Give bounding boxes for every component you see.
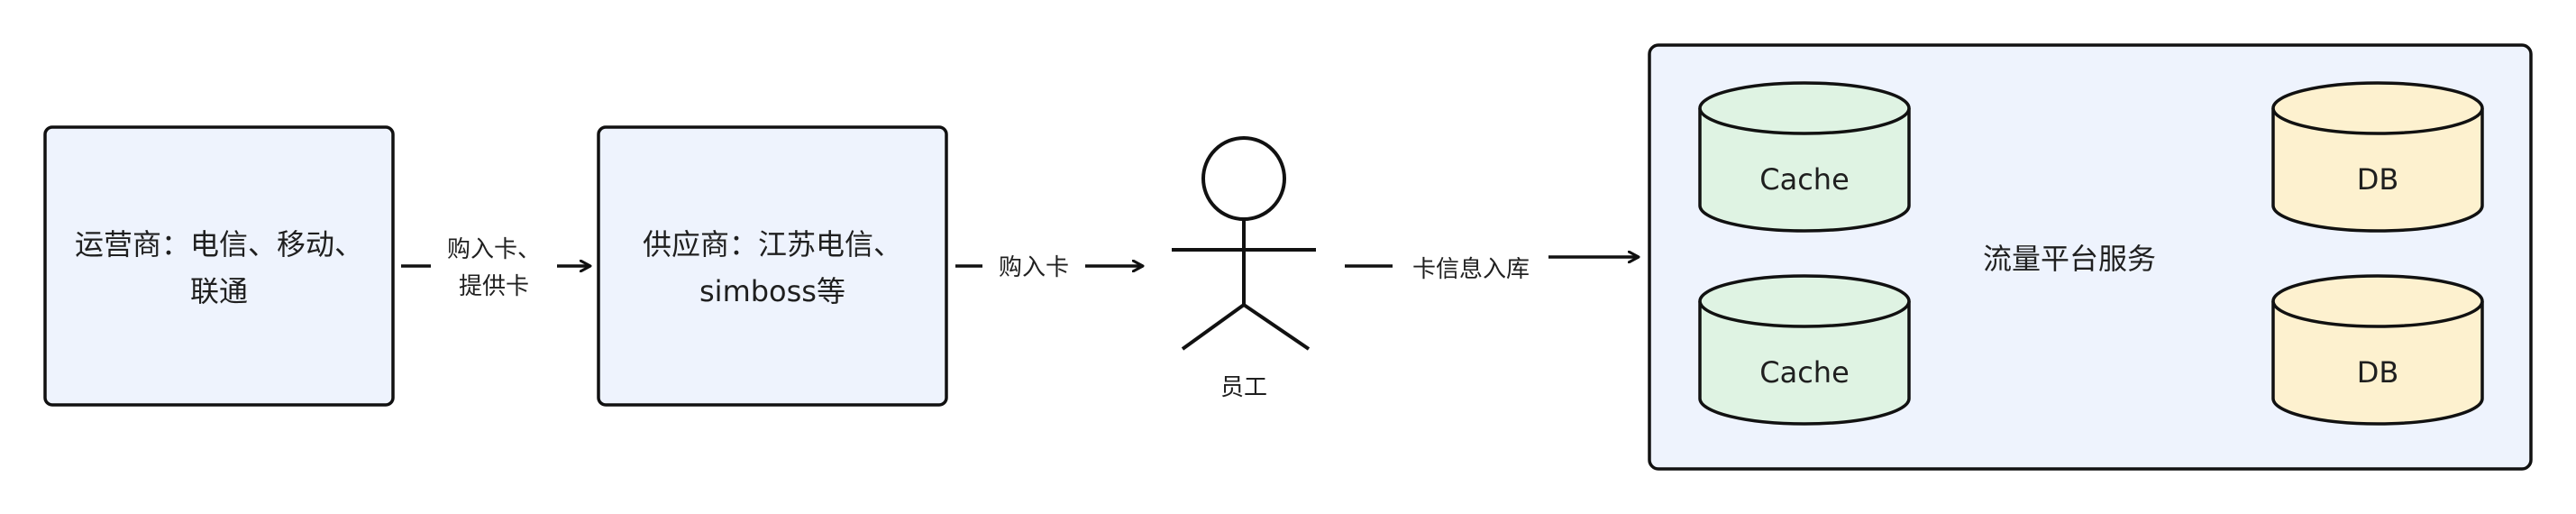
supplier-node: 供应商：江苏电信、 simboss等 bbox=[597, 125, 948, 407]
cylinder-body bbox=[2271, 301, 2484, 426]
cache-label: Cache bbox=[1759, 162, 1850, 197]
edge-supplier-to-employee: 购入卡 bbox=[955, 254, 1143, 281]
db-cylinder: DB bbox=[2271, 274, 2484, 426]
edge-carrier-to-supplier: 购入卡、 提供卡 bbox=[401, 236, 590, 300]
carrier-node: 运营商：电信、移动、 联通 bbox=[43, 125, 395, 407]
platform-label: 流量平台服务 bbox=[1983, 242, 2156, 276]
cylinder-body bbox=[2271, 108, 2484, 233]
cylinder-body bbox=[1698, 301, 1911, 426]
edge-label: 卡信息入库 bbox=[1412, 256, 1530, 283]
cache-label: Cache bbox=[1759, 355, 1850, 390]
cylinder-body bbox=[1698, 108, 1911, 233]
cache-cylinder: Cache bbox=[1698, 274, 1911, 426]
employee-actor: 员工 bbox=[1172, 136, 1316, 401]
carrier-box bbox=[43, 125, 395, 407]
db-cylinder: DB bbox=[2271, 81, 2484, 233]
actor-head bbox=[1201, 136, 1286, 221]
actor-right-leg bbox=[1242, 303, 1311, 351]
db-label: DB bbox=[2357, 355, 2399, 390]
cylinder-top bbox=[1698, 81, 1911, 135]
platform-node: 流量平台服务 Cache Cache DB DB bbox=[1648, 43, 2533, 471]
supplier-box bbox=[597, 125, 948, 407]
carrier-label-line1: 运营商：电信、移动、 bbox=[75, 227, 363, 262]
carrier-label-line2: 联通 bbox=[190, 274, 248, 308]
cylinder-top bbox=[2271, 274, 2484, 328]
edge-employee-to-platform: 卡信息入库 bbox=[1345, 256, 1639, 283]
cylinder-top bbox=[1698, 274, 1911, 328]
cylinder-top bbox=[2271, 81, 2484, 135]
edge-label-line1: 购入卡、 bbox=[447, 236, 541, 263]
supplier-label-line2: simboss等 bbox=[699, 274, 845, 308]
edge-label-line2: 提供卡 bbox=[459, 273, 529, 300]
db-label: DB bbox=[2357, 162, 2399, 197]
edge-label: 购入卡 bbox=[999, 254, 1069, 281]
actor-left-leg bbox=[1181, 303, 1246, 351]
cache-cylinder: Cache bbox=[1698, 81, 1911, 233]
supplier-label-line1: 供应商：江苏电信、 bbox=[643, 227, 902, 262]
employee-label: 员工 bbox=[1220, 374, 1267, 401]
